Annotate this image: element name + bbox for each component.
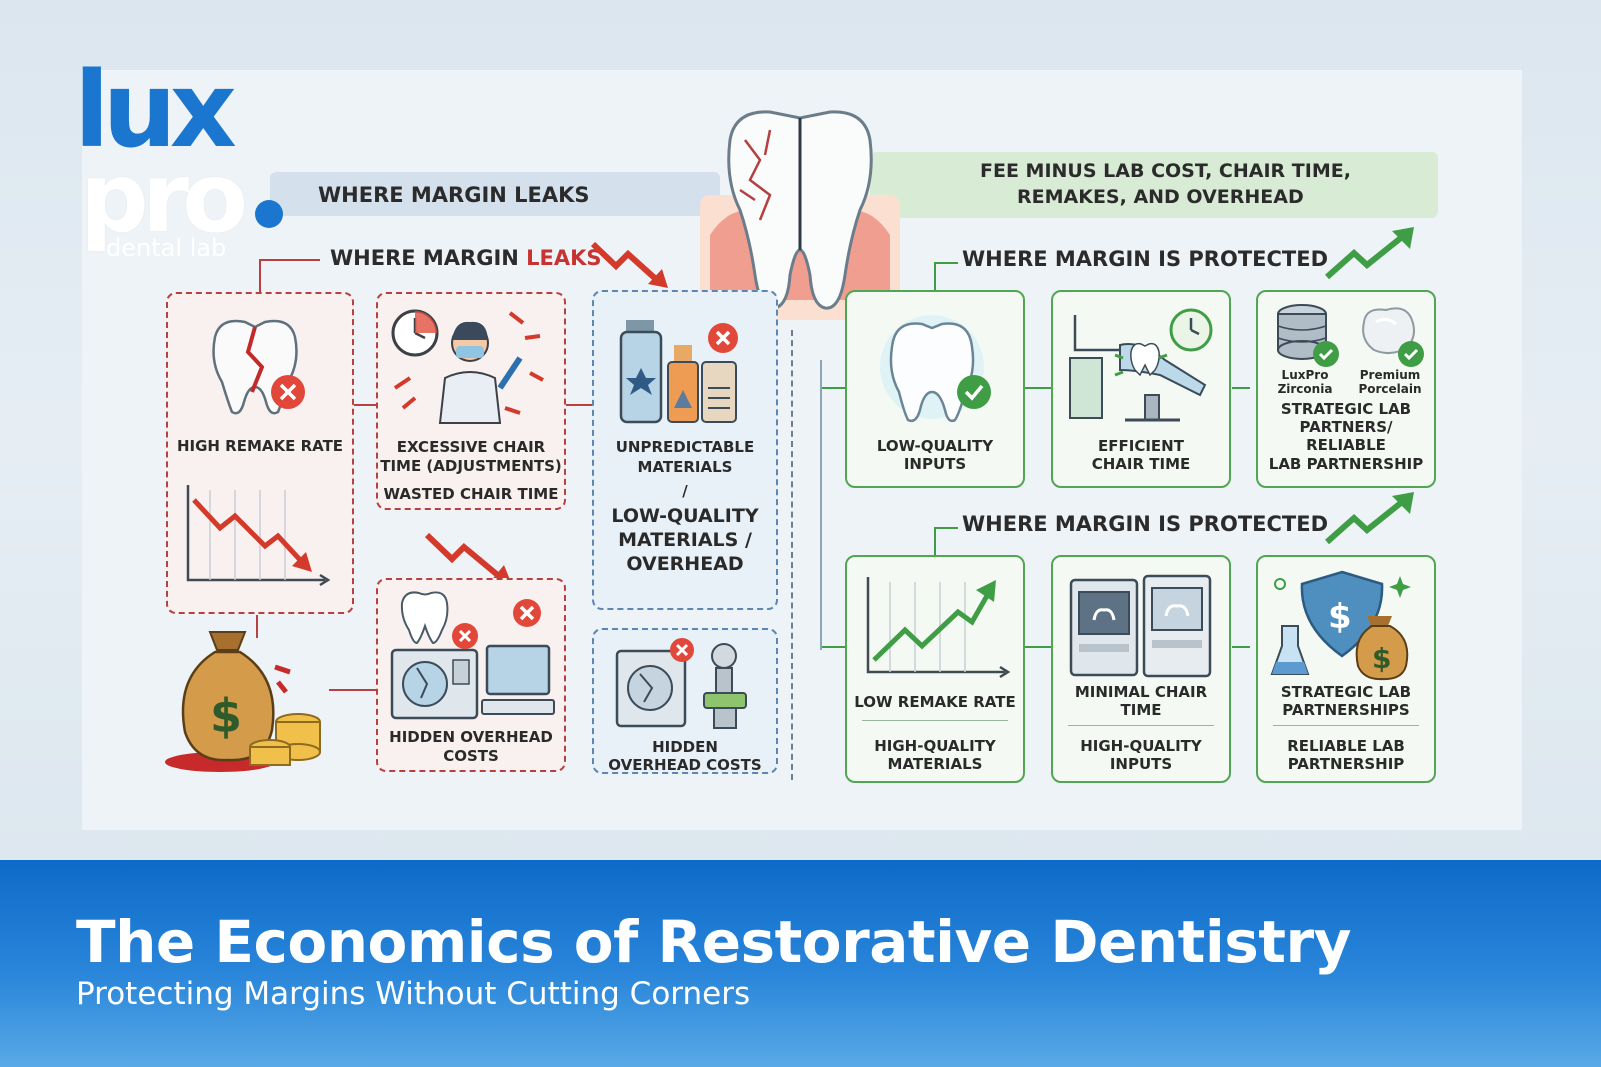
leak-overhead-small-label-2: OVERHEAD COSTS (608, 756, 762, 774)
protect-partnerships-label-3: RELIABLE LAB (1287, 737, 1405, 755)
stressed-dentist-icon (391, 309, 544, 424)
protected-spine (820, 360, 822, 650)
banner-title: The Economics of Restorative Dentistry (76, 908, 1351, 976)
protect-partnerships-label-2: PARTNERSHIPS (1282, 701, 1410, 719)
leak-materials-label-6: OVERHEAD (626, 553, 744, 575)
protected-connector-1 (934, 262, 958, 296)
logo-pro: pro (80, 142, 248, 254)
money-bag-icon: $ (165, 631, 321, 772)
dental-chair-icon (1069, 308, 1213, 422)
leak-materials-label-3: / (682, 482, 688, 500)
protect-porcelain-label-1: Premium (1359, 368, 1421, 382)
protect-partnerships-label-1: STRATEGIC LAB (1280, 683, 1412, 701)
materials-bottles-icon (619, 320, 738, 424)
top-right-bar-line-1: FEE MINUS LAB COST, CHAIR TIME, (980, 160, 1351, 182)
protect-partnerships-separator (1273, 725, 1419, 726)
protected-connectors (820, 387, 1250, 648)
title-banner (0, 860, 1601, 1067)
protect-chair-separator (1068, 725, 1214, 726)
shield-money-icon: $ $ (1270, 570, 1411, 681)
svg-text:$: $ (210, 689, 242, 743)
up-trend-arrow-icon-2 (1325, 492, 1414, 545)
protect-partner-label-1: STRATEGIC LAB (1280, 400, 1412, 418)
top-right-bar-line-2: REMAKES, AND OVERHEAD (1017, 186, 1304, 208)
protect-inputs-label-1: LOW-QUALITY (876, 437, 994, 455)
leaks-connector (259, 259, 320, 293)
protect-minimal-chair-label-2: TIME (1120, 701, 1162, 719)
protected-heading-2: WHERE MARGIN IS PROTECTED (962, 512, 1329, 536)
protected-connector-2 (934, 527, 958, 561)
protect-partnerships-label-4: PARTNERSHIP (1287, 755, 1405, 773)
leak-materials-label-5: MATERIALS / (618, 529, 752, 551)
protect-chair-label-1: EFFICIENT (1098, 437, 1184, 455)
porcelain-block-icon (1362, 307, 1424, 367)
svg-text:$: $ (1372, 642, 1391, 675)
protect-partner-label-4: LAB PARTNERSHIP (1268, 455, 1424, 473)
leak-chair-label-2: TIME (ADJUSTMENTS) (380, 457, 562, 475)
protect-inputs-bottom-label-1: HIGH-QUALITY (1080, 737, 1202, 755)
milling-machines-icon (1069, 574, 1212, 678)
protect-partner-label-3: RELIABLE (1306, 436, 1386, 454)
leak-materials-label-1: UNPREDICTABLE (615, 438, 755, 456)
zirconia-discs-icon (1277, 304, 1339, 367)
leak-overhead-label-1: HIDDEN OVERHEAD (389, 728, 553, 746)
protect-inputs-bottom-label-2: INPUTS (1109, 755, 1173, 773)
declining-chart-icon (186, 485, 331, 587)
leak-materials-label-2: MATERIALS (637, 458, 733, 476)
protected-heading-1: WHERE MARGIN IS PROTECTED (962, 247, 1329, 271)
leak-chair-label-3: WASTED CHAIR TIME (383, 485, 559, 503)
protect-card-remake (845, 555, 1025, 783)
leak-connectors (256, 404, 592, 691)
leak-overhead-small-label-1: HIDDEN (652, 738, 718, 756)
leak-remake-label: HIGH REMAKE RATE (176, 437, 344, 455)
protect-remake-separator (862, 720, 1008, 721)
leaks-heading-accent: LEAKS (526, 246, 602, 270)
overhead-equipment-icon (390, 591, 555, 720)
protect-materials-label-1: HIGH-QUALITY (874, 737, 996, 755)
leaks-heading: WHERE MARGIN LEAKS (330, 246, 602, 270)
up-trend-arrow-icon (1325, 227, 1414, 280)
down-trend-arrow-icon (590, 241, 668, 288)
top-right-bar (870, 152, 1438, 218)
top-left-bar (270, 172, 720, 216)
broken-tooth-icon (212, 319, 305, 415)
protect-zirconia-label-1: LuxPro (1281, 368, 1329, 382)
leaks-heading-prefix: WHERE MARGIN (330, 246, 527, 270)
rising-chart-icon (866, 577, 1011, 679)
top-left-bar-label: WHERE MARGIN LEAKS (318, 183, 590, 207)
split-tooth-illustration (700, 110, 900, 320)
leak-overhead-label-2: COSTS (443, 747, 499, 765)
leak-chair-label-1: EXCESSIVE CHAIR (396, 438, 546, 456)
logo-dot (255, 200, 283, 228)
divider-line (791, 330, 793, 780)
protect-inputs-label-2: INPUTS (903, 455, 967, 473)
protect-chair-label-2: CHAIR TIME (1091, 455, 1191, 473)
logo-subtitle: dental lab (106, 234, 227, 262)
protect-materials-label-2: MATERIALS (887, 755, 983, 773)
logo-lux: lux (74, 49, 237, 171)
protect-zirconia-label-2: Zirconia (1277, 382, 1333, 396)
healthy-tooth-icon (880, 315, 991, 423)
protect-minimal-chair-label-1: MINIMAL CHAIR (1074, 683, 1208, 701)
protect-partner-label-2: PARTNERS/ (1299, 418, 1393, 436)
protect-porcelain-label-2: Porcelain (1358, 382, 1422, 396)
protect-remake-label: LOW REMAKE RATE (854, 693, 1016, 711)
svg-text:$: $ (1328, 597, 1352, 637)
broken-machine-icon (615, 638, 747, 729)
banner-subtitle: Protecting Margins Without Cutting Corne… (76, 976, 751, 1012)
leak-materials-label-4: LOW-QUALITY (611, 505, 759, 527)
